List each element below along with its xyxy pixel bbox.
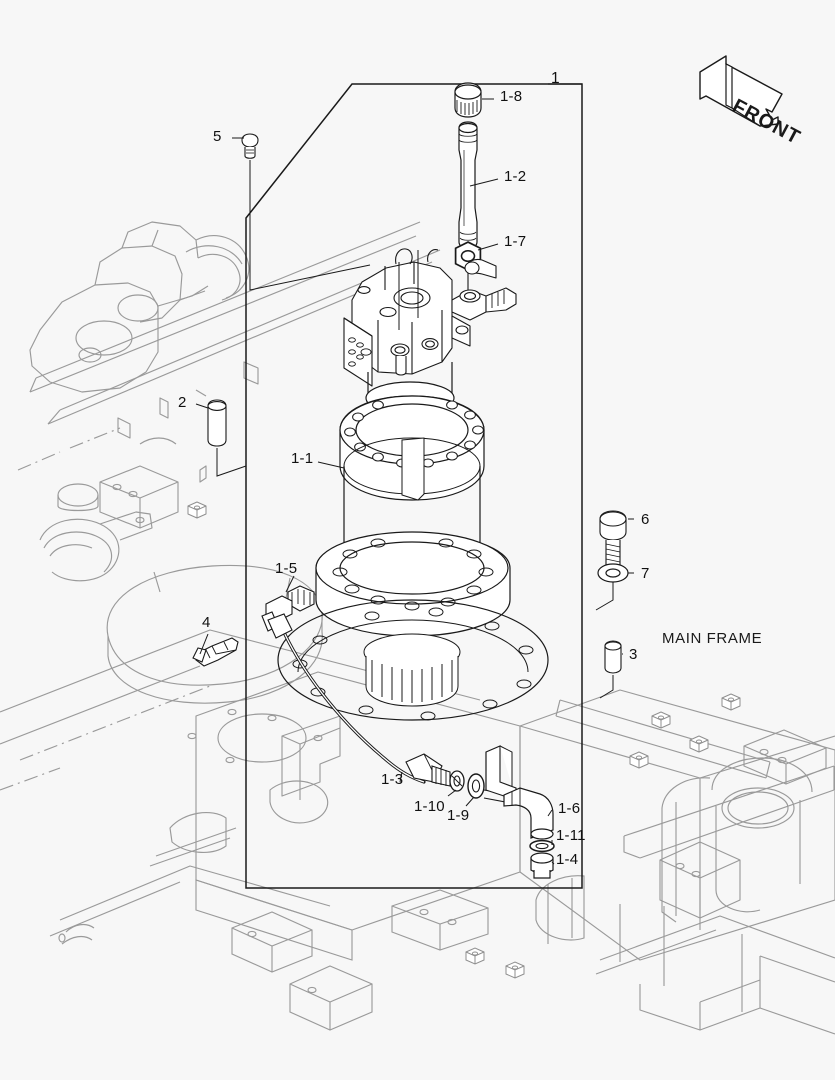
lower-frame-ghost — [195, 875, 585, 1031]
callout-2-pin: 2 — [178, 394, 187, 411]
main-frame-note: MAIN FRAME — [662, 630, 763, 647]
part-2-pin — [207, 399, 227, 447]
callout-7-washer: 7 — [641, 565, 650, 582]
part-1-2-shaft — [458, 121, 478, 249]
part-1-8-cap — [454, 82, 482, 118]
part-1-6-elbow — [503, 787, 554, 840]
callout-1-1-swing-motor: 1-1 — [291, 450, 314, 467]
part-7-washer — [597, 563, 629, 583]
swing-mount-flange — [277, 531, 549, 721]
callout-1-swing-motor-assembly: 1 — [551, 70, 560, 87]
part-4-fitting — [192, 637, 239, 667]
part-1-4-nut — [530, 852, 554, 879]
part-1-9-oring — [467, 773, 485, 799]
callout-1-10-washer: 1-10 — [414, 798, 445, 815]
leader-lines — [195, 83, 634, 865]
part-1-10-washer — [449, 770, 465, 792]
callout-1-7-nut: 1-7 — [504, 233, 527, 250]
callout-1-3-hose: 1-3 — [381, 771, 404, 788]
callout-1-6-elbow: 1-6 — [558, 800, 581, 817]
part-6-bolt — [599, 510, 627, 567]
callout-6-bolt: 6 — [641, 511, 650, 528]
callout-1-8-cap: 1-8 — [500, 88, 523, 105]
callout-1-9-oring: 1-9 — [447, 807, 470, 824]
callout-1-5-fitting: 1-5 — [275, 560, 298, 577]
callout-4-fitting: 4 — [202, 614, 211, 631]
callout-1-4-nut: 1-4 — [556, 851, 579, 868]
hose-bracket — [485, 745, 517, 801]
callout-3-pin: 3 — [629, 646, 638, 663]
part-3-pin — [604, 640, 622, 674]
callout-5-plug: 5 — [213, 128, 222, 145]
pinion-gear — [363, 633, 461, 707]
machine-frame-ghost — [0, 221, 835, 1035]
part-1-7-nut — [454, 241, 482, 292]
part-1-11-oring — [529, 839, 555, 853]
callout-1-11-oring: 1-11 — [556, 827, 586, 844]
valve-block — [343, 248, 517, 387]
part-5-plug — [241, 133, 259, 159]
callout-1-2-shaft: 1-2 — [504, 168, 527, 185]
